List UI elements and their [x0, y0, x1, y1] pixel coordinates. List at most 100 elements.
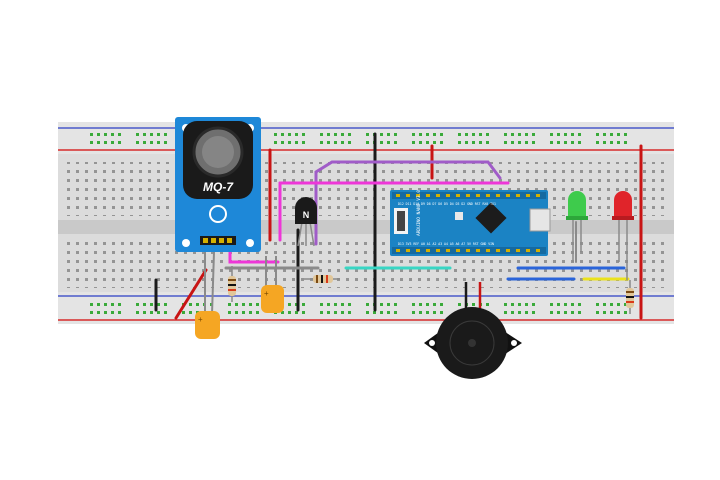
rail-hole	[288, 133, 291, 136]
rail-hole	[518, 141, 521, 144]
arduino-pin	[416, 249, 420, 252]
rail-hole	[341, 303, 344, 306]
rail-hole	[118, 133, 121, 136]
rail-hole	[596, 311, 599, 314]
arduino-pins	[396, 194, 540, 252]
rail-hole	[157, 133, 160, 136]
rail-hole	[136, 303, 139, 306]
mq7-mount-hole-bl	[182, 239, 190, 247]
rail-hole	[571, 133, 574, 136]
rail-hole	[511, 311, 514, 314]
arduino-pin	[416, 194, 420, 197]
rail-hole	[550, 311, 553, 314]
rail-hole	[295, 141, 298, 144]
arduino-pin	[516, 249, 520, 252]
top-power-rail	[58, 122, 674, 154]
rail-hole	[571, 303, 574, 306]
arduino-pin	[426, 194, 430, 197]
rail-hole	[387, 141, 390, 144]
rail-hole	[111, 303, 114, 306]
arduino-pin	[466, 194, 470, 197]
arduino-pin	[476, 194, 480, 197]
rail-hole	[596, 141, 599, 144]
arduino-bottom-pin-labels: D13 3V3 REF A0 A1 A2 A3 A4 A5 A6 A7 5V R…	[398, 242, 494, 246]
rail-hole	[617, 303, 620, 306]
capacitor-left-plus: +	[198, 315, 203, 324]
resistor-transistor	[304, 275, 340, 283]
rail-hole	[472, 133, 475, 136]
mq7-label: MQ-7	[203, 180, 234, 194]
rail-hole	[525, 133, 528, 136]
rail-hole	[348, 303, 351, 306]
arduino-pin	[496, 194, 500, 197]
rail-hole	[150, 303, 153, 306]
rail-hole	[412, 303, 415, 306]
rail-hole	[90, 311, 93, 314]
rail-hole	[97, 133, 100, 136]
rail-hole	[348, 141, 351, 144]
rail-hole	[557, 141, 560, 144]
rail-hole	[242, 311, 245, 314]
arduino-pin	[536, 194, 540, 197]
rail-hole	[334, 311, 337, 314]
rail-hole	[603, 311, 606, 314]
rail-hole	[281, 311, 284, 314]
arduino-pin	[456, 249, 460, 252]
rail-hole	[136, 133, 139, 136]
rail-hole	[97, 141, 100, 144]
arduino-nano: ARDUINO NANO V3.0 D12 D11 D10 D9 D8 D7 D…	[390, 190, 551, 256]
arduino-usb-port	[529, 208, 551, 232]
resistor-sensor	[228, 266, 236, 302]
capacitor-mid-plus: +	[264, 289, 269, 298]
mq7-sensor-mesh-inner	[202, 136, 234, 168]
arduino-pin	[396, 249, 400, 252]
rail-hole	[486, 303, 489, 306]
rail-hole	[412, 133, 415, 136]
buzzer	[424, 282, 522, 379]
arduino-pin	[486, 249, 490, 252]
rail-hole	[380, 303, 383, 306]
rail-hole	[242, 303, 245, 306]
rail-hole	[465, 141, 468, 144]
led-green-body	[568, 191, 586, 218]
rail-hole	[550, 133, 553, 136]
rail-hole	[334, 133, 337, 136]
rail-hole	[550, 141, 553, 144]
rail-hole	[288, 311, 291, 314]
arduino-board	[390, 190, 548, 256]
arduino-pin	[526, 194, 530, 197]
rail-hole	[465, 133, 468, 136]
rail-hole	[557, 303, 560, 306]
rail-hole	[380, 141, 383, 144]
rail-hole	[504, 303, 507, 306]
rail-hole	[412, 311, 415, 314]
rail-hole	[603, 303, 606, 306]
rail-hole	[104, 141, 107, 144]
rail-hole	[327, 141, 330, 144]
rail-hole	[394, 311, 397, 314]
arduino-pin	[406, 194, 410, 197]
rail-hole	[341, 311, 344, 314]
rail-hole	[564, 133, 567, 136]
rail-hole	[440, 133, 443, 136]
buzzer-mount-hole-right	[511, 340, 517, 346]
rail-hole	[136, 141, 139, 144]
rail-hole	[327, 133, 330, 136]
rail-hole	[387, 303, 390, 306]
arduino-pin	[426, 249, 430, 252]
rail-hole	[550, 303, 553, 306]
rail-hole	[274, 141, 277, 144]
rail-hole	[249, 303, 252, 306]
rail-hole	[302, 141, 305, 144]
rail-hole	[557, 311, 560, 314]
rail-hole	[288, 141, 291, 144]
rail-hole	[433, 141, 436, 144]
rail-hole	[419, 133, 422, 136]
wire-red-diagonal	[174, 268, 208, 320]
rail-hole	[295, 311, 298, 314]
rail-hole	[610, 303, 613, 306]
rail-hole	[596, 133, 599, 136]
rail-hole	[150, 133, 153, 136]
arduino-top-pin-labels: D12 D11 D10 D9 D8 D7 D6 D5 D4 D3 D2 GND …	[398, 202, 496, 206]
rail-hole	[143, 303, 146, 306]
